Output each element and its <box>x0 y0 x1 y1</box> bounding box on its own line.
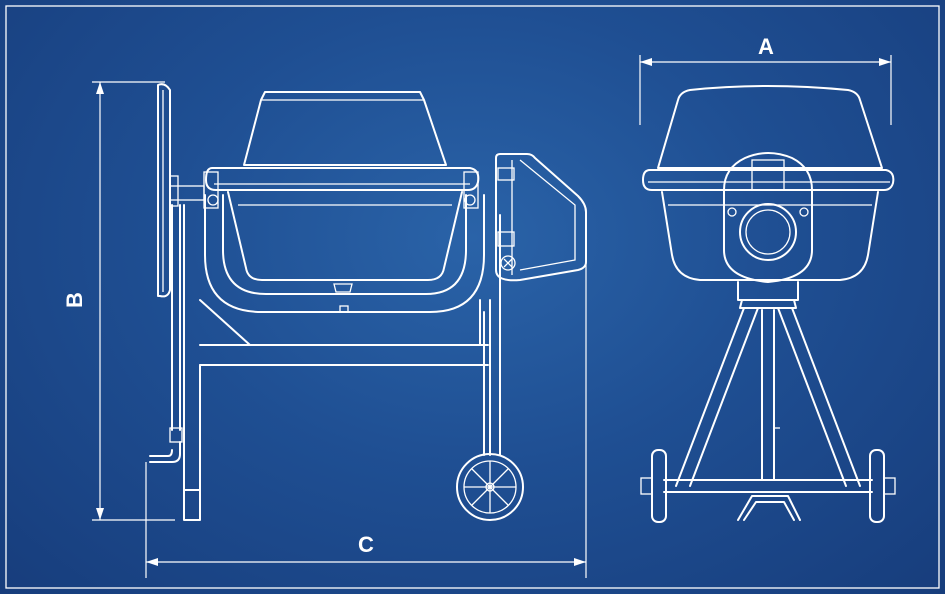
front-drum-rim <box>642 169 895 191</box>
switch-knob-icon <box>500 255 516 271</box>
motor-housing <box>495 153 587 282</box>
dimension-c <box>145 214 587 578</box>
dimension-b <box>92 81 175 521</box>
front-center-post <box>761 309 775 481</box>
transport-wheel <box>456 453 524 521</box>
front-axle <box>663 479 873 493</box>
dimension-label-a: A <box>758 34 774 59</box>
frame-leg-left <box>183 204 201 521</box>
dimension-a <box>639 55 892 125</box>
front-a-frame <box>675 307 861 487</box>
drum-body <box>227 191 463 281</box>
front-drum-body <box>661 191 879 281</box>
tilt-handle <box>171 204 181 431</box>
front-foot-stand <box>737 495 801 521</box>
dimension-label-c: C <box>358 532 374 557</box>
front-gear-plate <box>723 152 813 283</box>
drum-opening-icon <box>739 203 797 261</box>
frame-crossbar <box>199 344 489 366</box>
drum-rim <box>205 167 480 191</box>
dimension-label-b: B <box>62 292 87 308</box>
drum-top-cone <box>243 91 447 166</box>
drawing-frame <box>5 5 940 589</box>
front-drum-top <box>657 85 883 169</box>
frame-leg-right <box>483 214 501 456</box>
front-view <box>640 85 896 523</box>
front-wheel-left <box>651 449 667 523</box>
front-wheel-right <box>869 449 885 523</box>
side-view <box>149 83 587 521</box>
hand-wheel <box>157 83 171 298</box>
